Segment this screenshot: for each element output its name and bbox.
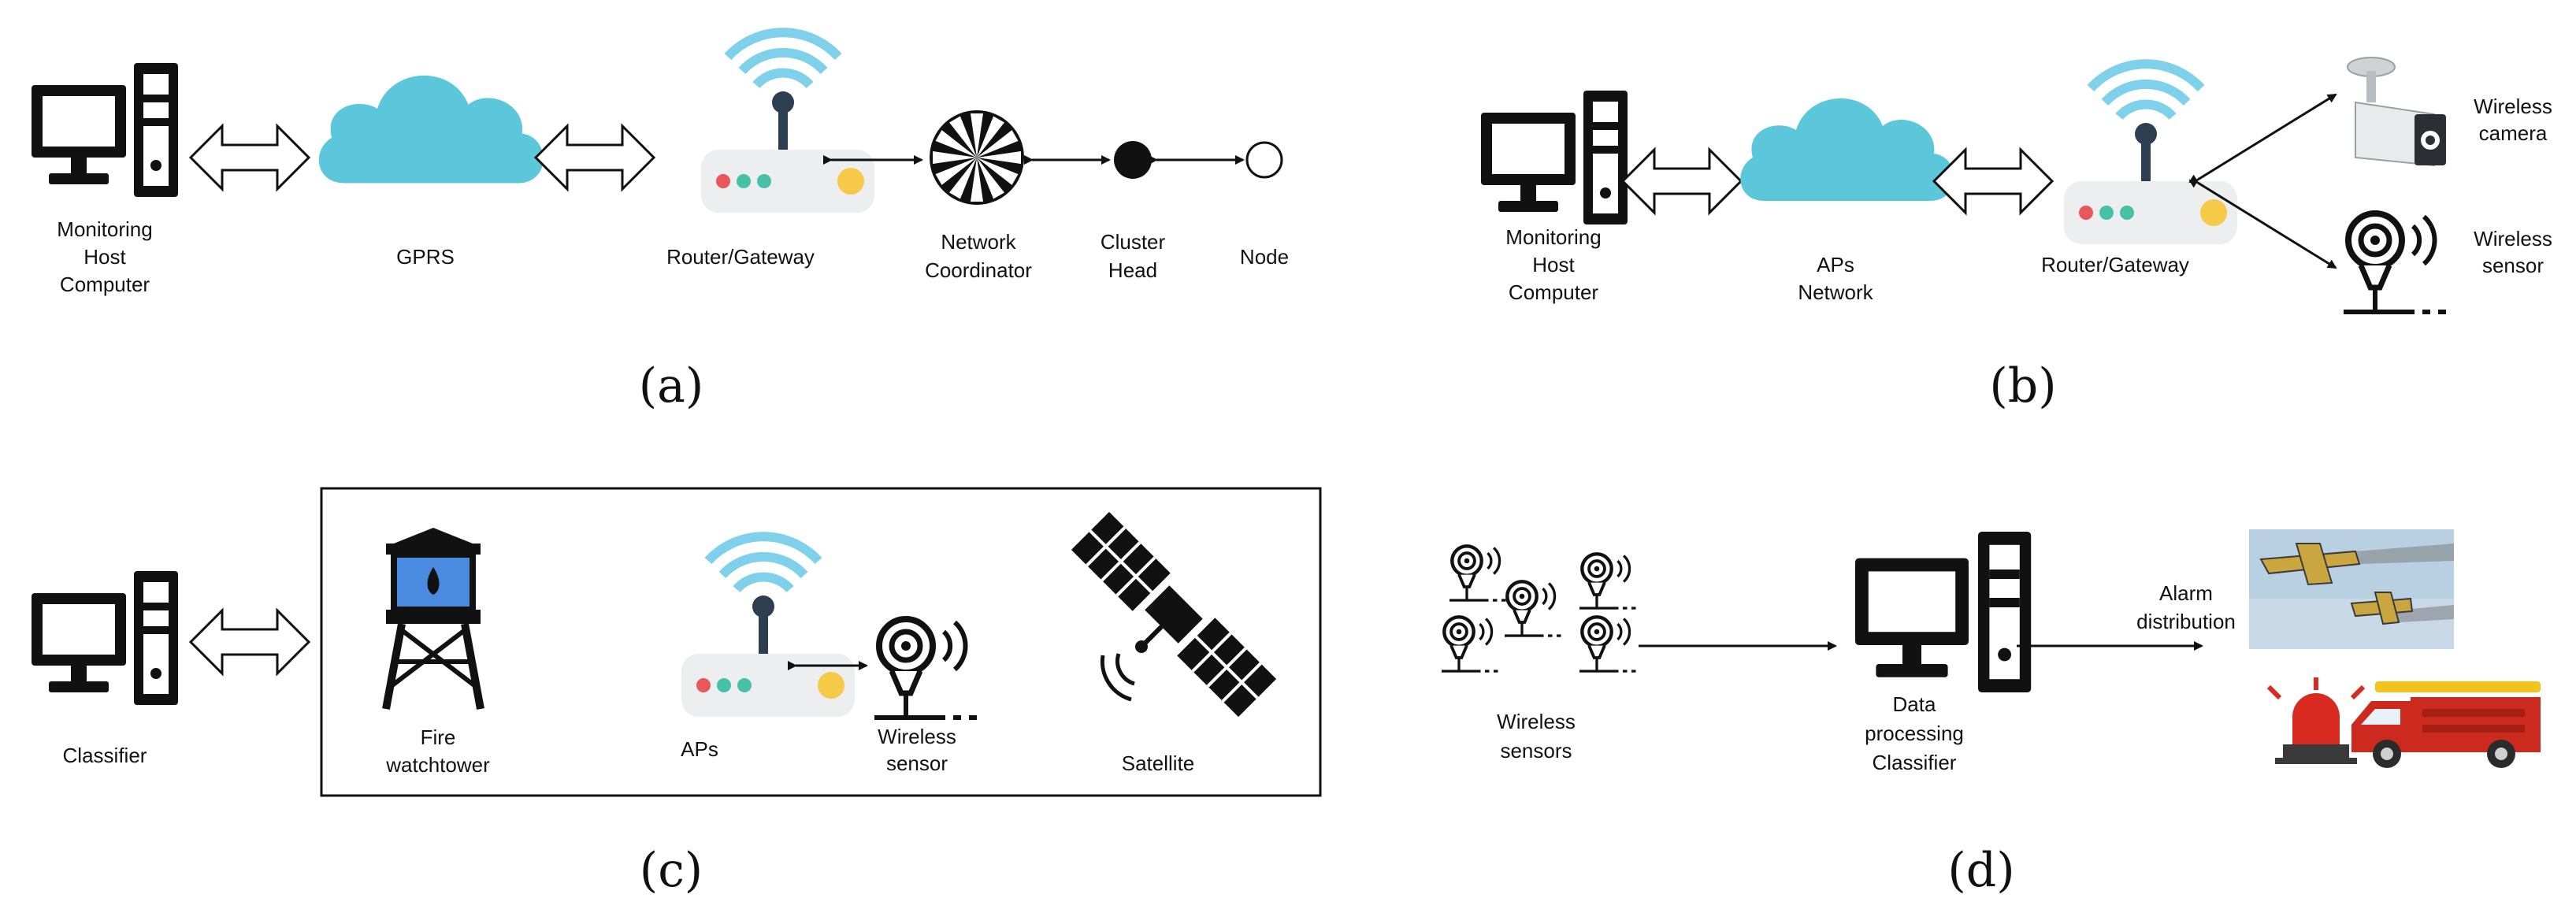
cloud-icon: [318, 75, 544, 184]
sensors-label-1: Wireless: [1497, 710, 1576, 733]
monitoring-label-1: Monitoring: [1505, 225, 1601, 249]
monitoring-label-2: Host: [84, 245, 126, 269]
aircraft-photo: [2249, 529, 2454, 649]
wireless-sensors-cluster: [1442, 546, 1636, 672]
double-arrow-icon: [534, 124, 655, 191]
panel-a: Monitoring Host Computer GPRS Router/Gat…: [32, 32, 1289, 414]
cluster-label-1: Cluster: [1101, 230, 1166, 254]
data-processing-computer-icon: [1855, 532, 2032, 692]
wireless-sensor-icon: [874, 619, 977, 720]
monitoring-label-1: Monitoring: [57, 217, 152, 241]
monitoring-label-2: Host: [1532, 253, 1575, 276]
monitoring-computer-icon: [32, 63, 178, 197]
panel-b: Monitoring Host Computer APs Network Rou…: [1481, 57, 2552, 414]
wireless-sensor-icon: [1579, 617, 1636, 672]
sensor-label-2: sensor: [886, 751, 948, 775]
aps-router-icon: [681, 536, 855, 717]
router-gateway-icon: [2064, 64, 2237, 244]
caption-a: (a): [639, 358, 704, 414]
node-label: Node: [1240, 245, 1289, 269]
connector-arrow: [2188, 174, 2337, 269]
connector-arrow: [2188, 93, 2337, 188]
classifier-label: Classifier: [63, 744, 147, 767]
alarm-siren-icon: [2266, 677, 2366, 764]
wireless-sensor-icon: [1579, 554, 1636, 609]
fire-watchtower-icon: [382, 528, 484, 710]
caption-d: (d): [1947, 843, 2014, 898]
processing-label-3: Classifier: [1873, 751, 1957, 774]
processing-label-2: processing: [1865, 722, 1964, 745]
cloud-icon: [1740, 98, 1954, 201]
signal-wave: [1115, 653, 1135, 686]
camera-label-2: camera: [2479, 121, 2548, 145]
double-arrow-icon: [189, 609, 310, 675]
sensor-label-1: Wireless: [2474, 227, 2552, 250]
router-label: Router/Gateway: [666, 245, 815, 269]
watchtower-label-1: Fire: [421, 725, 456, 749]
camera-label-1: Wireless: [2474, 95, 2552, 118]
cluster-label-2: Head: [1108, 258, 1157, 282]
system-box: [320, 487, 1322, 797]
caption-b: (b): [1989, 358, 2056, 414]
cluster-head-icon: [1114, 141, 1152, 179]
fire-truck-icon: [2351, 681, 2541, 768]
wireless-sensor-icon: [1442, 617, 1498, 672]
processing-label-1: Data: [1893, 692, 1936, 716]
monitoring-label-3: Computer: [1509, 280, 1598, 304]
double-arrow-icon: [1932, 148, 2054, 214]
coordinator-label-2: Coordinator: [925, 258, 1032, 282]
wireless-sensor-icon: [1505, 581, 1561, 636]
wireless-sensor-icon: [1449, 546, 1506, 601]
aps-label-1: APs: [1817, 253, 1854, 276]
coordinator-label-1: Network: [941, 230, 1016, 254]
panel-d: Wireless sensors Data processing Classif…: [1442, 529, 2541, 898]
panel-c: Classifier Fire watchtower APs Wireless …: [32, 487, 1322, 898]
double-arrow-icon: [1621, 148, 1743, 214]
monitoring-label-3: Computer: [60, 273, 150, 296]
aps-label-2: Network: [1798, 280, 1873, 304]
double-arrow-icon: [189, 124, 310, 191]
network-coordinator-icon: [930, 110, 1024, 205]
signal-wave: [1100, 655, 1132, 702]
satellite-label: Satellite: [1122, 751, 1195, 775]
gprs-label: GPRS: [396, 245, 455, 269]
sensor-label-1: Wireless: [878, 725, 956, 748]
watchtower-label-2: watchtower: [385, 753, 490, 777]
caption-c: (c): [640, 843, 703, 898]
wireless-camera-icon: [2347, 57, 2446, 167]
aps-label: APs: [681, 737, 718, 761]
wireless-sensor-icon: [2344, 213, 2446, 314]
monitoring-computer-icon: [1481, 91, 1628, 224]
alarm-label-2: distribution: [2136, 610, 2236, 633]
sensor-label-2: sensor: [2482, 254, 2544, 277]
sensors-label-2: sensors: [1500, 739, 1572, 762]
satellite-icon: [1071, 511, 1277, 718]
router-gateway-icon: [701, 32, 874, 213]
classifier-computer-icon: [32, 571, 178, 705]
alarm-label-1: Alarm: [2159, 581, 2213, 605]
router-label: Router/Gateway: [2041, 253, 2189, 276]
node-icon: [1245, 141, 1283, 179]
